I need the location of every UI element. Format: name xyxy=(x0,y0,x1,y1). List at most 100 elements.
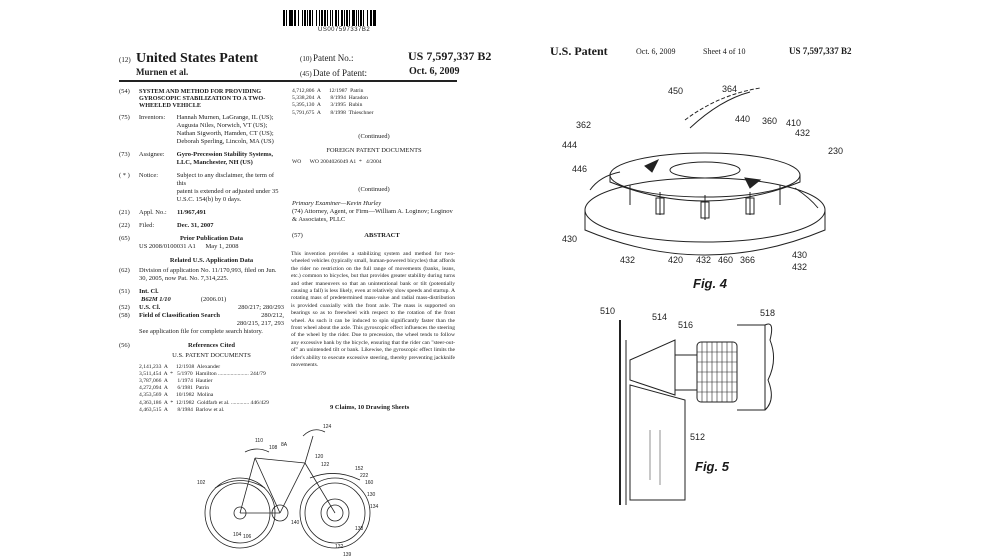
callout-label: 420 xyxy=(668,255,683,265)
inventor-line: Hannah Murnen, LaGrange, IL (US); xyxy=(176,113,274,121)
callout-label: 110 xyxy=(255,438,263,444)
callout-label: 362 xyxy=(576,120,591,130)
int-cl-value: B62M 1/10 xyxy=(141,295,171,303)
barcode-bar xyxy=(358,10,360,26)
patent-no-value: US 7,597,337 B2 xyxy=(408,49,492,63)
barcode-bar xyxy=(337,10,339,26)
barcode-bar xyxy=(374,10,377,26)
us-patent-docs-heading: U.S. PATENT DOCUMENTS xyxy=(172,351,251,359)
inventors-list: Hannah Murnen, LaGrange, IL (US); August… xyxy=(177,114,284,146)
refs-cited-heading: References Cited xyxy=(188,341,235,349)
field-code: (56) xyxy=(119,341,130,349)
barcode-bar xyxy=(285,10,287,26)
barcode-bar xyxy=(283,10,285,26)
field-code: (75) xyxy=(119,113,130,121)
barcode-bar xyxy=(307,10,310,26)
barcode-bar xyxy=(330,10,332,26)
callout-label: 138 xyxy=(355,526,364,532)
barcode-bar xyxy=(299,10,302,26)
barcode-bar xyxy=(331,10,333,26)
reference-entry: 5,395,130 A 3/1995 Rubin xyxy=(292,102,363,109)
field-search-value-2: 280/215, 217, 293 xyxy=(236,319,284,327)
field-code: (22) xyxy=(119,221,130,229)
date-value: Oct. 6, 2009 xyxy=(409,66,460,77)
sheet-number: Sheet 4 of 10 xyxy=(703,47,746,56)
field-notice-row: ( * ) Notice: Subject to any disclaimer,… xyxy=(119,172,284,204)
callout-label: 222 xyxy=(360,473,369,479)
reference-entry: 5,338,204 A 8/1994 Haradon xyxy=(292,95,368,102)
barcode-bar xyxy=(332,10,333,26)
barcode-bar xyxy=(286,10,289,26)
callout-label: 134 xyxy=(370,504,379,510)
right-column-front: 4,712,806 A 12/1987 Patrin 5,338,204 A 8… xyxy=(292,88,456,240)
callout-label: 510 xyxy=(600,306,615,316)
related-line: 30, 2005, now Pat. No. 7,314,225. xyxy=(139,274,229,282)
reference-entry: 3,511,454 A * 5/1970 Hamilton ..........… xyxy=(139,370,266,377)
barcode-bar xyxy=(349,10,350,26)
inventor-short: Murnen et al. xyxy=(136,67,189,77)
us-cl-value: 280/217; 280/293 xyxy=(237,303,284,311)
inventor-line: Augusta Niles, Norwich, VT (US); xyxy=(176,121,268,129)
inventor-line: Deborah Sperling, Lincoln, MA (US) xyxy=(176,137,274,145)
code-12: (12) xyxy=(119,56,131,64)
field-label: Appl. No.: xyxy=(139,208,167,216)
primary-examiner: Primary Examiner—Kevin Hurley xyxy=(292,200,382,208)
related-row: (62) Division of application No. 11/170,… xyxy=(119,267,284,283)
callout-label: 440 xyxy=(735,114,750,124)
barcode-bar xyxy=(323,10,327,26)
field-search-label: Field of Classification Search xyxy=(139,311,220,319)
callout-label: 364 xyxy=(722,84,737,94)
barcode-bar xyxy=(373,10,375,26)
barcode-bar xyxy=(362,10,364,26)
reference-entry: 4,712,806 A 12/1987 Patrin xyxy=(292,88,364,94)
notice-line: patent is extended or adjusted under 35 xyxy=(176,187,279,195)
date-label: Date of Patent: xyxy=(313,68,367,78)
callout-label: 122 xyxy=(321,462,330,468)
field-code: (73) xyxy=(119,150,130,158)
barcode-bar xyxy=(312,10,314,26)
prior-pub-heading-row: (65) Prior Publication Data xyxy=(119,235,284,243)
int-cl-value-row: B62M 1/10 (2006.01) xyxy=(141,296,284,304)
reference-entry: 4,353,569 A 10/1982 Molina xyxy=(139,392,214,399)
barcode-bar xyxy=(372,10,374,26)
callout-label: 430 xyxy=(562,234,577,244)
filed-date: Dec. 31, 2007 xyxy=(177,221,214,229)
barcode-bar xyxy=(376,10,378,26)
fig5-label: Fig. 5 xyxy=(695,459,729,474)
int-cl-row: (51) Int. Cl. xyxy=(119,288,284,296)
callout-label: 450 xyxy=(668,86,683,96)
related-heading: Related U.S. Application Data xyxy=(169,256,254,264)
field-title-row: (54) SYSTEM AND METHOD FOR PROVIDING GYR… xyxy=(119,88,284,110)
notice-text: Subject to any disclaimer, the term of t… xyxy=(177,172,284,204)
field-code: (58) xyxy=(119,311,130,319)
callout-label: 432 xyxy=(620,255,635,265)
barcode-bar xyxy=(320,10,323,26)
us-cl-row: (52) U.S. Cl. 280/217; 280/293 xyxy=(119,304,284,312)
callout-label: 8A xyxy=(281,442,288,448)
barcode-bar xyxy=(371,10,373,26)
field-code: (57) xyxy=(292,232,303,240)
barcode-bar xyxy=(360,10,363,26)
patent-title: United States Patent xyxy=(136,51,259,66)
sheet-patent-number: US 7,597,337 B2 xyxy=(789,46,852,56)
callout-label: 124 xyxy=(323,424,332,430)
barcode-bar xyxy=(303,10,306,26)
barcode xyxy=(283,10,453,26)
sheet-date: Oct. 6, 2009 xyxy=(636,47,676,56)
barcode-bar xyxy=(341,10,344,26)
sheet-title: U.S. Patent xyxy=(550,44,608,58)
callout-label: 132 xyxy=(335,544,344,550)
callout-label: 430 xyxy=(792,250,807,260)
barcode-bar xyxy=(326,10,328,26)
callout-label: 518 xyxy=(760,308,775,318)
barcode-bar xyxy=(301,10,303,26)
field-search-note: See application file for complete search… xyxy=(139,327,263,335)
notice-line: Subject to any disclaimer, the term of t… xyxy=(176,171,275,187)
callout-label: 512 xyxy=(690,432,705,442)
assignee: Gyro-Precession Stability Systems, LLC, … xyxy=(177,151,284,167)
foreign-heading: FOREIGN PATENT DOCUMENTS xyxy=(326,146,422,154)
barcode-bar xyxy=(355,10,357,26)
callout-label: 366 xyxy=(740,255,755,265)
barcode-bar xyxy=(332,10,335,26)
